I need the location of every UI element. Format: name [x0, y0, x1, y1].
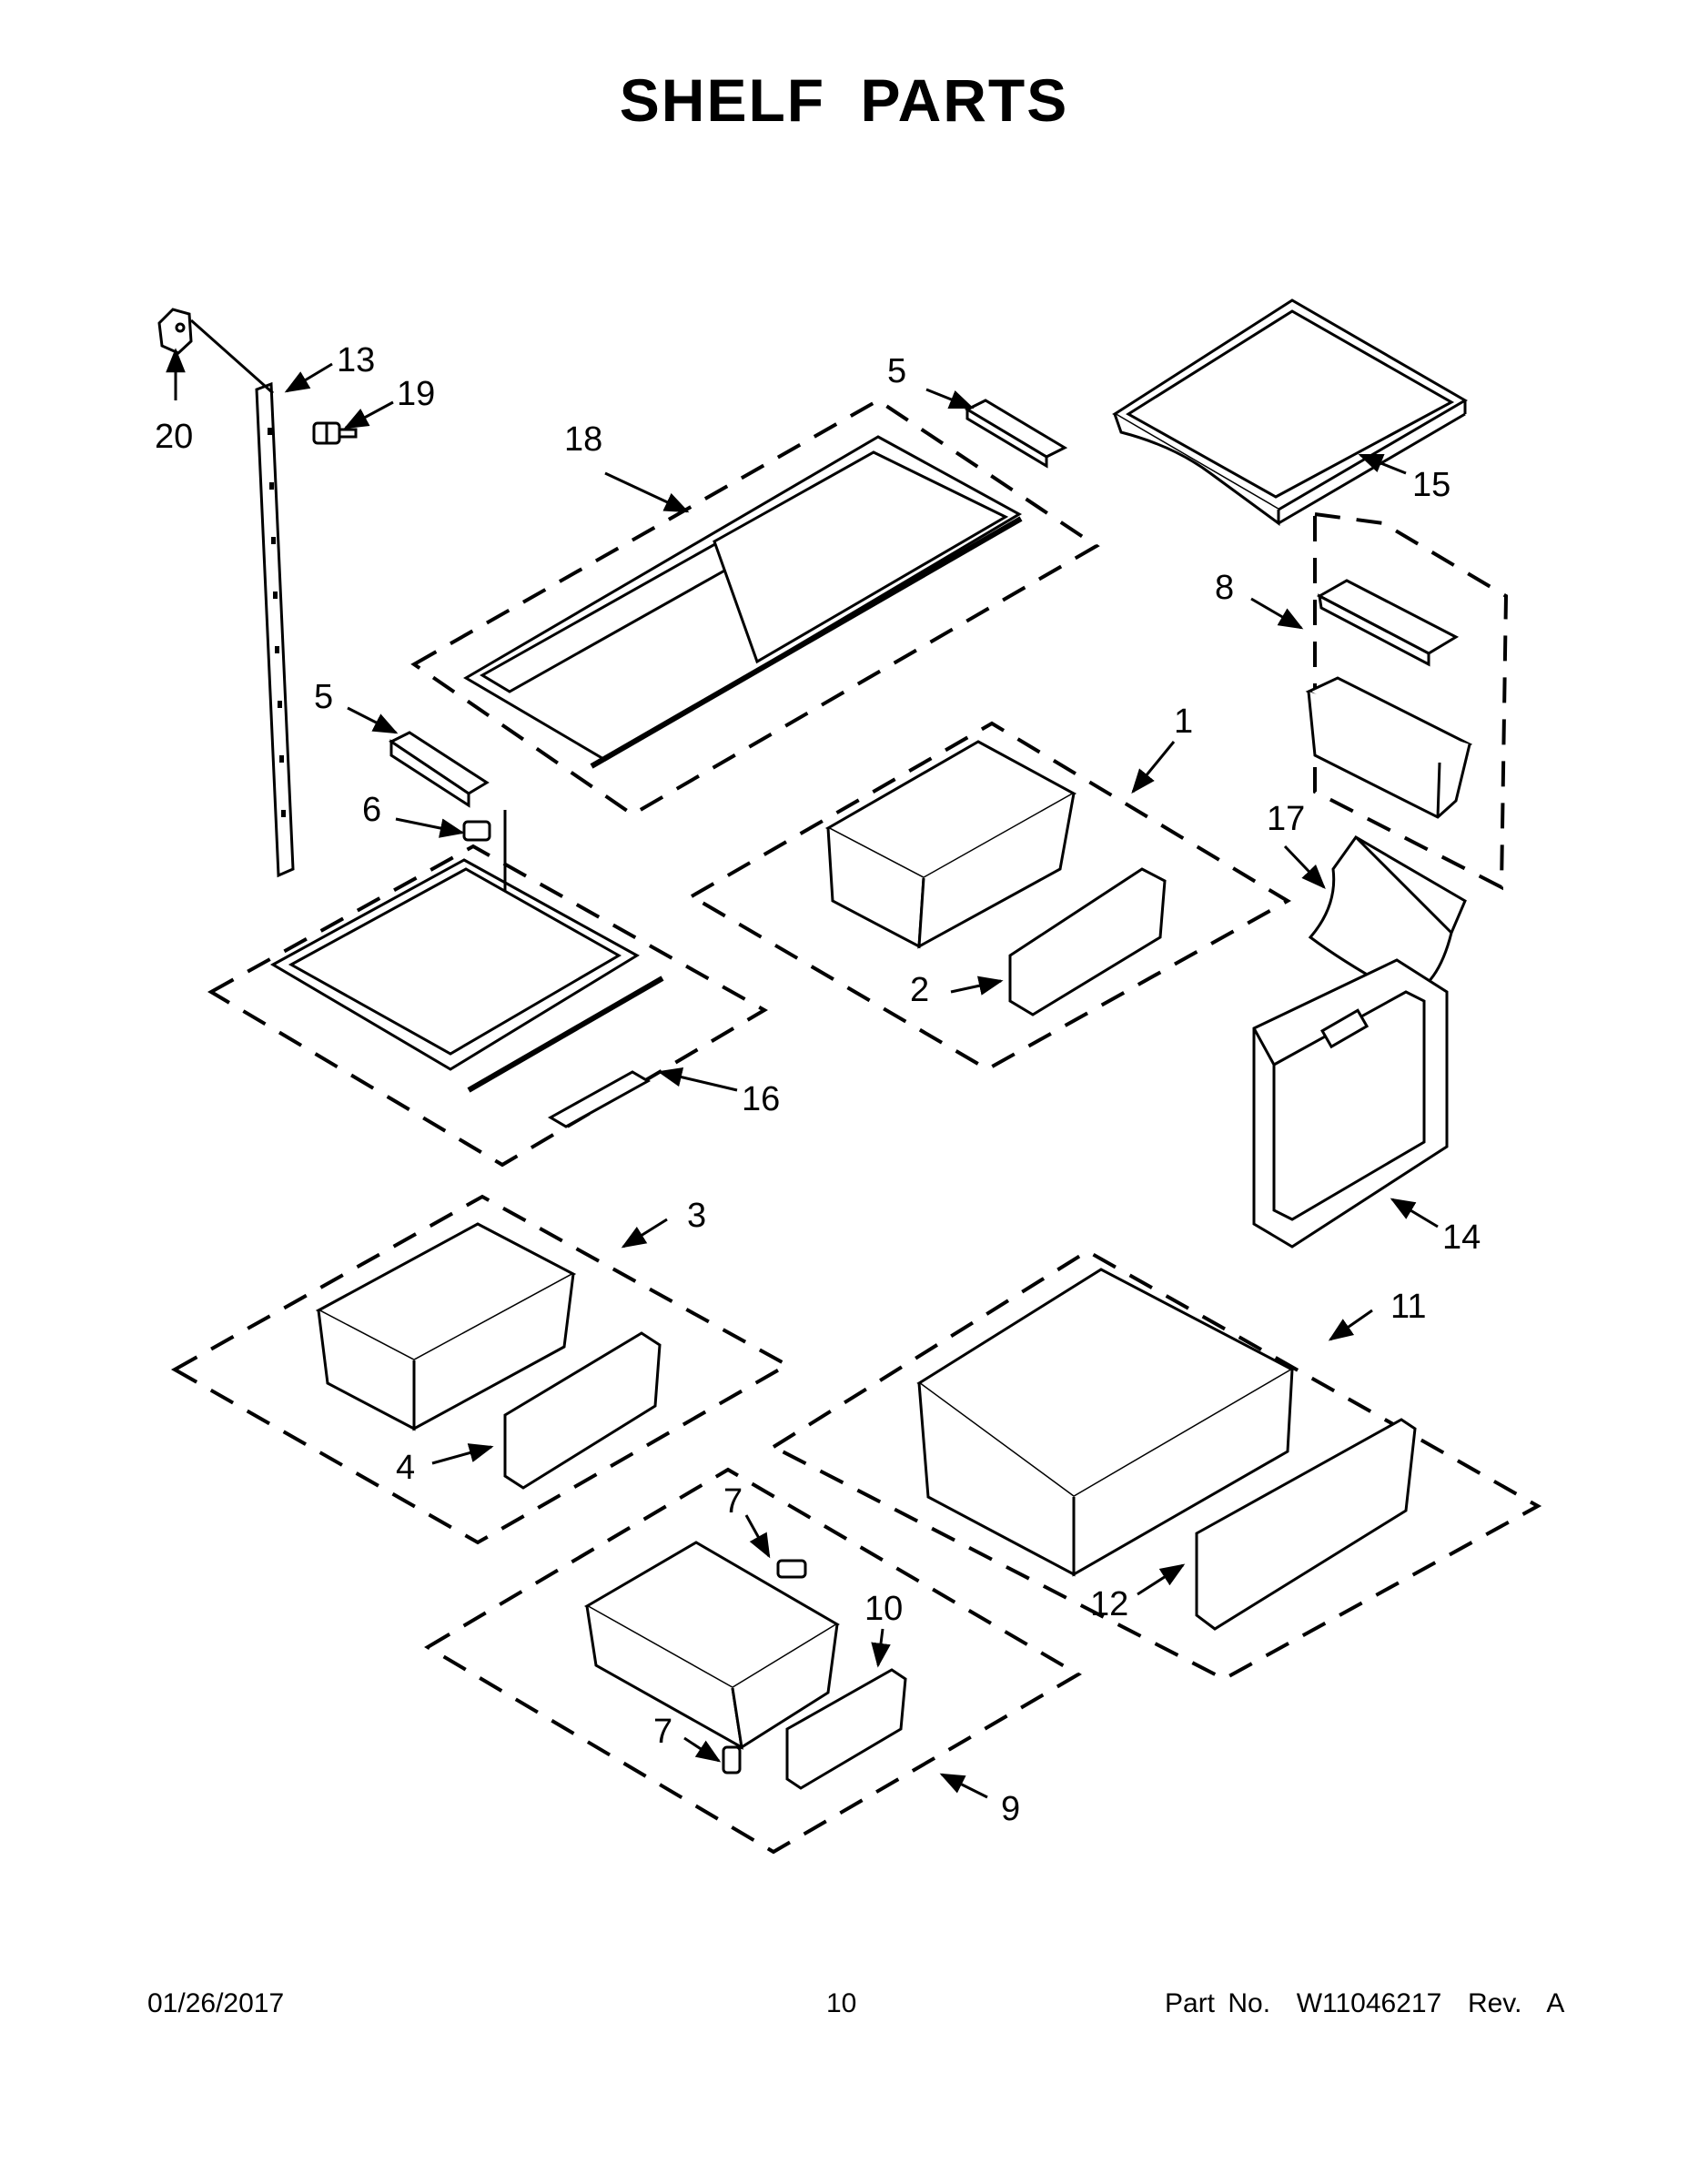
callout-9: 9	[1001, 1790, 1020, 1828]
callout-14: 14	[1442, 1218, 1481, 1257]
drawer-3-4-drawing	[315, 1222, 662, 1490]
callout-5-upper: 5	[887, 352, 906, 390]
group-outline-6-16	[207, 844, 769, 1168]
callout-16: 16	[742, 1080, 780, 1118]
callout-2: 2	[910, 971, 929, 1009]
bin-8-drawing	[1305, 579, 1473, 819]
bracket-5-upper-drawing	[964, 399, 1068, 469]
callout-20: 20	[155, 418, 193, 456]
callout-5-lower: 5	[314, 678, 333, 716]
footer-page-number: 10	[826, 1988, 857, 2018]
callout-10: 10	[864, 1590, 903, 1628]
callout-11: 11	[1390, 1288, 1426, 1326]
callout-13: 13	[337, 341, 375, 379]
callout-6: 6	[362, 791, 381, 829]
callout-12: 12	[1090, 1585, 1128, 1623]
group-outline-7-10	[424, 1467, 1082, 1855]
group-outline-3-4	[170, 1194, 792, 1545]
callout-3: 3	[687, 1197, 706, 1235]
callout-15: 15	[1412, 466, 1450, 504]
callout-17: 17	[1267, 800, 1305, 838]
page-title: SHELF PARTS	[619, 66, 1069, 134]
callout-19: 19	[397, 375, 435, 413]
footer-part-number: Part No. W11046217 Rev. A	[1165, 1988, 1565, 2018]
drawer-7-9-10-drawing	[583, 1541, 907, 1790]
group-outline-11-12	[769, 1249, 1542, 1682]
rail-13-drawing	[157, 308, 295, 878]
cover-17-drawing	[1308, 835, 1467, 998]
drawer-11-12-drawing	[916, 1268, 1417, 1631]
long-shelf-18-drawing	[463, 435, 1023, 769]
cover-14-drawing	[1252, 958, 1449, 1249]
callout-18: 18	[564, 420, 602, 459]
callout-7-upper: 7	[723, 1482, 743, 1521]
callout-8: 8	[1215, 569, 1234, 607]
drawer-1-2-drawing	[824, 740, 1167, 1016]
screw-19-drawing	[312, 421, 358, 445]
shelf-6-16-drawing	[269, 810, 664, 1128]
bracket-5-lower-drawing	[389, 731, 490, 808]
group-outline-1-2	[688, 721, 1291, 1072]
callout-4: 4	[396, 1449, 415, 1487]
callout-1: 1	[1174, 703, 1193, 741]
callout-7-lower: 7	[653, 1713, 672, 1751]
group-outline-18	[410, 398, 1100, 817]
footer-date: 01/26/2017	[147, 1988, 285, 2018]
